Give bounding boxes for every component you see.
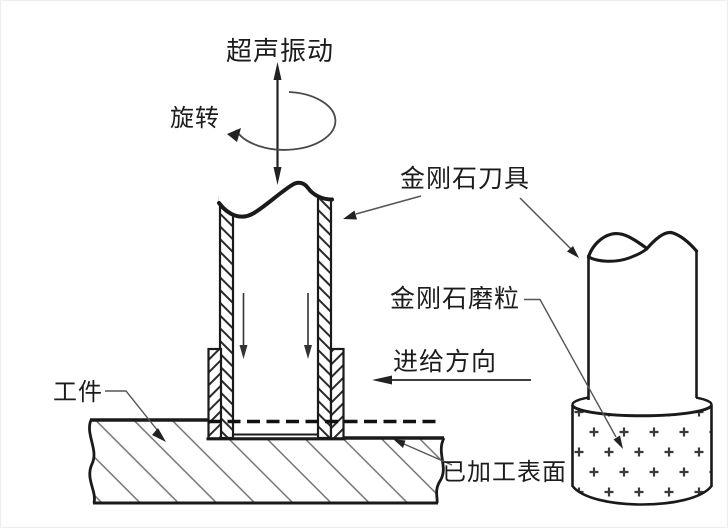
tool-internal-arrows xyxy=(239,293,312,359)
tool-break-line xyxy=(217,180,334,219)
ultrasonic-vibration-arrow xyxy=(273,62,282,185)
rotation-arrow xyxy=(227,91,337,151)
abrasive-sleeve-left xyxy=(207,347,223,440)
label-diamond-abrasive: 金刚石磨粒 xyxy=(390,285,521,313)
diamond-tool-arrow-right xyxy=(519,197,579,258)
workpiece-leader-line xyxy=(105,390,166,442)
abrasive-leader-line xyxy=(524,298,623,449)
vibration-arrowhead-down xyxy=(273,167,282,185)
abrasive-grains-pattern xyxy=(571,404,713,506)
label-feed-direction: 进给方向 xyxy=(393,348,498,376)
tool-right-wall xyxy=(316,195,333,440)
machined-surface-leader-line xyxy=(393,439,453,466)
rotation-arrowhead xyxy=(227,128,241,142)
label-ultrasonic-vibration: 超声振动 xyxy=(226,36,335,66)
right-tool-shaft-fill xyxy=(589,243,696,403)
tool-left-wall xyxy=(218,195,235,440)
label-rotation: 旋转 xyxy=(170,105,220,132)
tool-top-mask xyxy=(219,159,332,217)
label-workpiece: 工件 xyxy=(53,379,103,406)
workpiece-left-break-edge xyxy=(88,419,96,504)
workpiece-block xyxy=(88,418,446,505)
tool-assembly xyxy=(206,159,346,441)
feed-arrowhead xyxy=(372,375,392,385)
workpiece-hatch xyxy=(89,420,445,503)
label-diamond-tool: 金刚石刀具 xyxy=(400,165,531,193)
label-machined-surface: 已加工表面 xyxy=(442,459,567,486)
workpiece-right-break-edge xyxy=(435,437,446,504)
right-tool xyxy=(571,230,713,506)
right-tool-break-line xyxy=(586,230,699,263)
abrasive-head xyxy=(571,404,713,506)
vibration-arrowhead-up xyxy=(273,62,282,80)
diamond-tool-arrow-left xyxy=(343,195,422,220)
feed-direction-arrow xyxy=(372,375,531,385)
abrasive-sleeve-right xyxy=(329,347,345,440)
